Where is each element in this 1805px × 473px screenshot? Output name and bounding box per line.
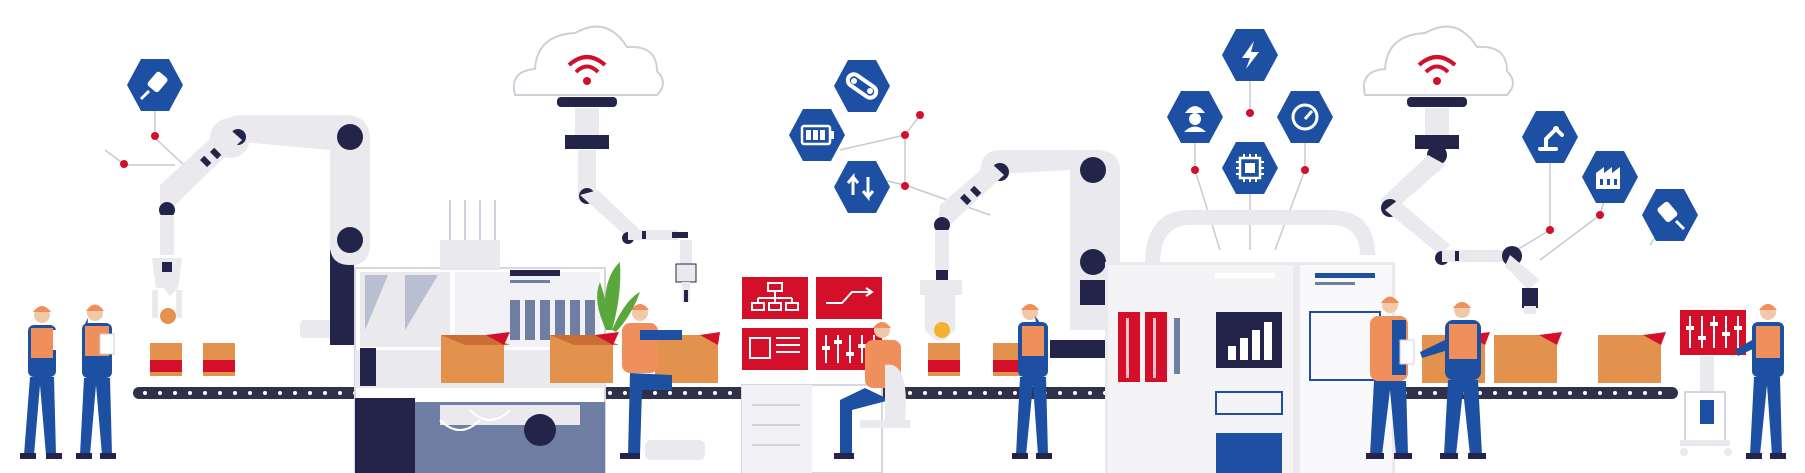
worker — [1735, 304, 1786, 459]
belt-dot — [1058, 391, 1062, 395]
belt-dot — [203, 391, 207, 395]
robot-arm-icon — [1522, 111, 1578, 163]
belt-dot — [668, 391, 672, 395]
belt-dot — [173, 391, 177, 395]
belt-dot — [623, 391, 627, 395]
belt-dot — [1418, 391, 1422, 395]
belt-dot — [1598, 391, 1602, 395]
belt-dot — [158, 391, 162, 395]
right-machine — [1105, 210, 1395, 473]
belt-dot — [263, 391, 267, 395]
belt-dot — [1478, 391, 1482, 395]
belt-dot — [713, 391, 717, 395]
belt-dot — [653, 391, 657, 395]
belt-dot — [1088, 391, 1092, 395]
belt-dot — [1643, 391, 1647, 395]
control-terminal — [1680, 310, 1746, 456]
belt-dot — [1493, 391, 1497, 395]
gauge-icon — [1277, 91, 1333, 143]
cardboard-box — [441, 332, 510, 383]
glue-gun-icon — [127, 59, 183, 111]
worker — [834, 322, 910, 459]
wifi-cloud-icon — [1363, 25, 1514, 107]
hex-icons — [127, 29, 1698, 241]
belt-dot — [923, 391, 927, 395]
worker — [620, 304, 705, 460]
belt-dot — [1658, 391, 1662, 395]
belt-dot — [248, 391, 252, 395]
worker — [1366, 296, 1415, 459]
factory-icon — [1582, 151, 1638, 203]
workers — [20, 296, 1786, 460]
battery-icon — [789, 109, 845, 161]
belt-dot — [1583, 391, 1587, 395]
belt-dot — [683, 391, 687, 395]
robot-arm-4 — [1380, 108, 1540, 314]
belt-dot — [278, 391, 282, 395]
cardboard-box — [550, 332, 619, 383]
belt-dot — [1553, 391, 1557, 395]
belt-dot — [1013, 391, 1017, 395]
belt-dot — [728, 391, 732, 395]
belt-dot — [308, 391, 312, 395]
belt-dot — [908, 391, 912, 395]
dashboard-panels — [742, 277, 882, 370]
belt-dot — [1073, 391, 1077, 395]
belt-dot — [233, 391, 237, 395]
belt-dot — [698, 391, 702, 395]
small-box — [150, 343, 182, 376]
belt-dot — [143, 391, 147, 395]
cpu-chip-icon — [1222, 142, 1278, 194]
belt-dot — [323, 391, 327, 395]
glue-gun-icon — [1642, 189, 1698, 241]
belt-dot — [998, 391, 1002, 395]
plant — [597, 262, 640, 332]
belt-dot — [953, 391, 957, 395]
small-box — [203, 343, 235, 376]
wifi-cloud-icon — [513, 25, 664, 107]
robot-arm-1 — [152, 115, 370, 345]
cardboard-box — [1494, 332, 1562, 383]
robot-arm-3 — [920, 150, 1120, 358]
small-box — [928, 343, 960, 376]
belt-dot — [188, 391, 192, 395]
belt-dot — [1433, 391, 1437, 395]
belt-dot — [1628, 391, 1632, 395]
belt-dot — [1538, 391, 1542, 395]
belt-dot — [1523, 391, 1527, 395]
belt-dot — [338, 391, 342, 395]
link-chain-icon — [834, 60, 890, 112]
worker — [1420, 302, 1486, 459]
worker — [20, 306, 63, 459]
robot-arm-2 — [565, 108, 697, 302]
belt-dot — [1568, 391, 1572, 395]
belt-dot — [938, 391, 942, 395]
worker — [1012, 304, 1052, 459]
network-nodes — [120, 109, 1604, 234]
belt-dot — [983, 391, 987, 395]
worker-helmet-icon — [1167, 91, 1223, 143]
belt-dot — [608, 391, 612, 395]
belt-dot — [1613, 391, 1617, 395]
worker — [76, 304, 116, 459]
belt-dot — [1508, 391, 1512, 395]
cardboard-box — [1598, 332, 1666, 383]
lightning-icon — [1222, 29, 1278, 81]
belt-dot — [968, 391, 972, 395]
belt-dot — [218, 391, 222, 395]
belt-dot — [293, 391, 297, 395]
arrows-up-down-icon — [834, 161, 890, 213]
